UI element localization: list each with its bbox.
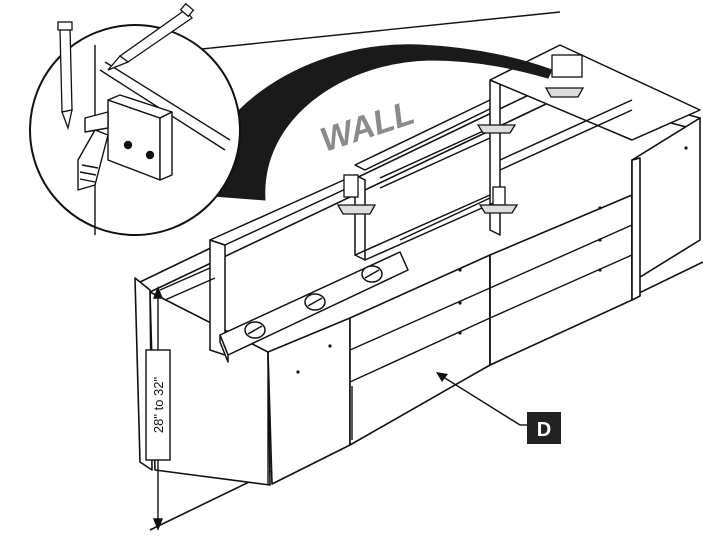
drawer-lines: [267, 224, 633, 485]
height-dimension: [145, 286, 171, 531]
handle-dots: [296, 146, 688, 374]
spirit-level: [219, 251, 409, 363]
wall-bracket-left: [336, 174, 377, 215]
pencil-icon: [57, 21, 73, 131]
pencil-icon-2: [107, 2, 195, 71]
wall-bracket-right: [544, 54, 585, 98]
callout-d-label: D: [537, 419, 551, 441]
callout-d: [436, 372, 561, 444]
height-range-label: 28" to 32": [151, 377, 166, 434]
wall-bracket-middle: [476, 124, 519, 214]
transfer-arrow: [199, 44, 553, 201]
detail-inset: [29, 2, 241, 236]
